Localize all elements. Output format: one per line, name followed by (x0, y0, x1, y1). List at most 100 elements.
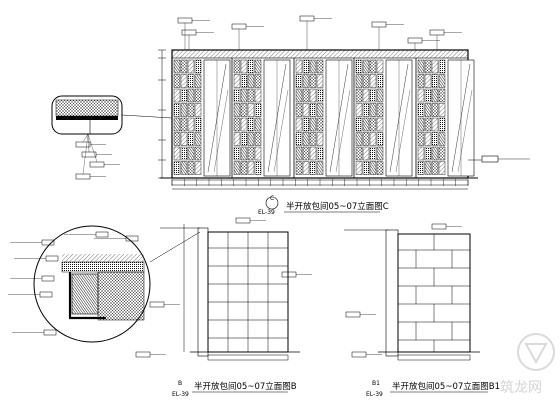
callout-tag (75, 141, 91, 148)
watermark-logo-mark (524, 343, 548, 365)
panel-tile (369, 132, 377, 146)
panel-tile (247, 161, 255, 175)
panel-tile (431, 146, 439, 161)
material-callouts (135, 217, 312, 358)
view-title: 半开放包间05~07立面图C (286, 201, 389, 212)
panel-tile (309, 161, 317, 175)
panel-tile (355, 88, 363, 103)
panel-tile (355, 103, 363, 117)
watermark-text: 筑龙网 (500, 380, 542, 396)
title-block-c: C EL-39 半开放包间05~07立面图C (258, 195, 389, 216)
callout-tag (41, 239, 55, 246)
panel-tile (240, 59, 248, 74)
panel-tile (309, 117, 317, 132)
panel-tile (295, 132, 303, 146)
panel-tile (180, 161, 188, 175)
panel-tile (302, 132, 310, 146)
sheet-ref: EL-39 (366, 391, 383, 398)
panel-tile (369, 161, 377, 175)
panel-tile (424, 103, 432, 117)
panel-tile (355, 117, 363, 132)
panel-tile (247, 117, 255, 132)
view-marker: C (270, 195, 274, 202)
panel-tile (417, 59, 425, 74)
panel-tile (240, 103, 248, 117)
leader-line (87, 133, 90, 153)
panel-tile (424, 161, 432, 175)
panel-tile (355, 74, 363, 88)
panel-tile (362, 59, 370, 74)
panel-tile (240, 132, 248, 146)
detail-bubble-top (51, 95, 173, 180)
panel-tile (438, 132, 446, 146)
panel-tile (362, 132, 370, 146)
callout-tag (45, 255, 59, 262)
panel-tile (424, 132, 432, 146)
leader-line (82, 133, 89, 143)
panel-tile (302, 74, 310, 88)
panel-tile (173, 132, 181, 146)
panel-tile (438, 103, 446, 117)
sheet-ref: EL-39 (258, 209, 275, 216)
panel-tile (309, 146, 317, 161)
panel-tile (438, 146, 446, 161)
panel-tile (369, 146, 377, 161)
view-marker: B1 (372, 380, 380, 387)
panel-tile (194, 74, 202, 88)
callout-tag (177, 17, 193, 24)
panel-tile (376, 132, 384, 146)
panel-tile (417, 146, 425, 161)
glass-reflection (273, 89, 289, 173)
panel-tile (431, 117, 439, 132)
detail-leader (121, 114, 173, 119)
panel-tile (254, 88, 262, 103)
panel-tile (233, 161, 241, 175)
dimension-strip (207, 354, 289, 361)
glass-reflection (395, 89, 411, 173)
panel-tile (247, 88, 255, 103)
callout-tag (299, 15, 315, 22)
detail-ceiling (61, 261, 145, 273)
panel-tile (309, 59, 317, 74)
panel-tile (233, 59, 241, 74)
panel-tile (194, 146, 202, 161)
side-column (197, 227, 209, 357)
detail-hatch (55, 99, 119, 117)
elevation-b (135, 217, 312, 361)
panel-tile (369, 117, 377, 132)
panel-tile (431, 132, 439, 146)
panel-tile (302, 117, 310, 132)
panel-tile (173, 117, 181, 132)
callout-tag (235, 217, 251, 224)
leader-line (87, 133, 98, 163)
panel-tile (316, 117, 324, 132)
panel-tile (240, 161, 248, 175)
callout-tag (231, 23, 247, 30)
callout-tag (43, 329, 57, 336)
panel-tile (247, 146, 255, 161)
material-callouts (345, 223, 462, 358)
panel-tile (355, 59, 363, 74)
panel-tile (254, 132, 262, 146)
callout-tag (181, 29, 197, 36)
panel-tile (369, 103, 377, 117)
width-dimension-ticks (171, 179, 469, 186)
panel-tile (180, 132, 188, 146)
panel-tile (316, 161, 324, 175)
panel-tile (369, 88, 377, 103)
callout-tag (351, 351, 367, 358)
callout-tag (431, 223, 447, 230)
view-marker-circle (265, 196, 279, 210)
callout-tag (281, 271, 297, 278)
panel-tile (254, 59, 262, 74)
panel-tile (362, 88, 370, 103)
glass-reflection (335, 89, 351, 173)
panel-tile (438, 88, 446, 103)
callout-tag (481, 155, 499, 163)
panel-tile (431, 161, 439, 175)
panel-tile (254, 117, 262, 132)
sheet-ref: EL-39 (172, 391, 189, 398)
panel-tile (309, 132, 317, 146)
elevation-b1 (344, 223, 480, 361)
detail-profile (68, 272, 106, 320)
